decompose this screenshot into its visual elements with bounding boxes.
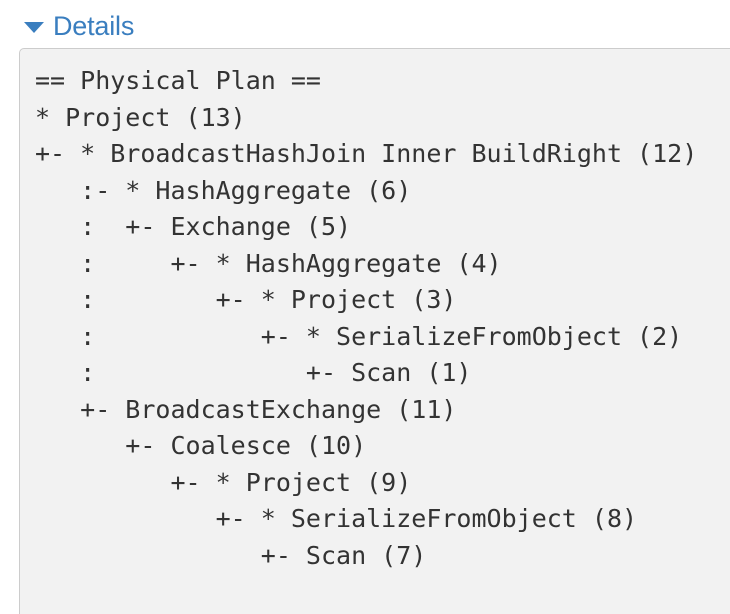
details-toggle[interactable]: Details xyxy=(24,13,134,40)
physical-plan-text: == Physical Plan == * Project (13) +- * Br… xyxy=(35,63,730,574)
plan-line: +- BroadcastExchange (11) xyxy=(35,394,457,424)
plan-line: +- Scan (7) xyxy=(35,540,427,570)
plan-line: : +- Exchange (5) xyxy=(35,212,352,241)
physical-plan-code-block: == Physical Plan == * Project (13) +- * Br… xyxy=(19,48,730,614)
plan-line: == Physical Plan == xyxy=(35,66,321,95)
plan-line: : +- * HashAggregate (4) xyxy=(35,248,502,278)
plan-line: : +- Scan (1) xyxy=(35,358,472,387)
plan-line: * Project (13) xyxy=(35,102,246,132)
plan-line: +- * SerializeFromObject (8) xyxy=(35,504,638,533)
plan-line: +- Coalesce (10) xyxy=(35,431,367,460)
caret-down-icon xyxy=(24,22,44,33)
plan-line: +- * Project (9) xyxy=(35,467,412,497)
plan-line: : +- * Project (3) xyxy=(35,285,457,314)
plan-line: :- * HashAggregate (6) xyxy=(35,175,412,205)
plan-line: : +- * SerializeFromObject (2) xyxy=(35,321,683,351)
plan-line: +- * BroadcastHashJoin Inner BuildRight … xyxy=(35,139,698,168)
details-toggle-label: Details xyxy=(53,11,135,41)
